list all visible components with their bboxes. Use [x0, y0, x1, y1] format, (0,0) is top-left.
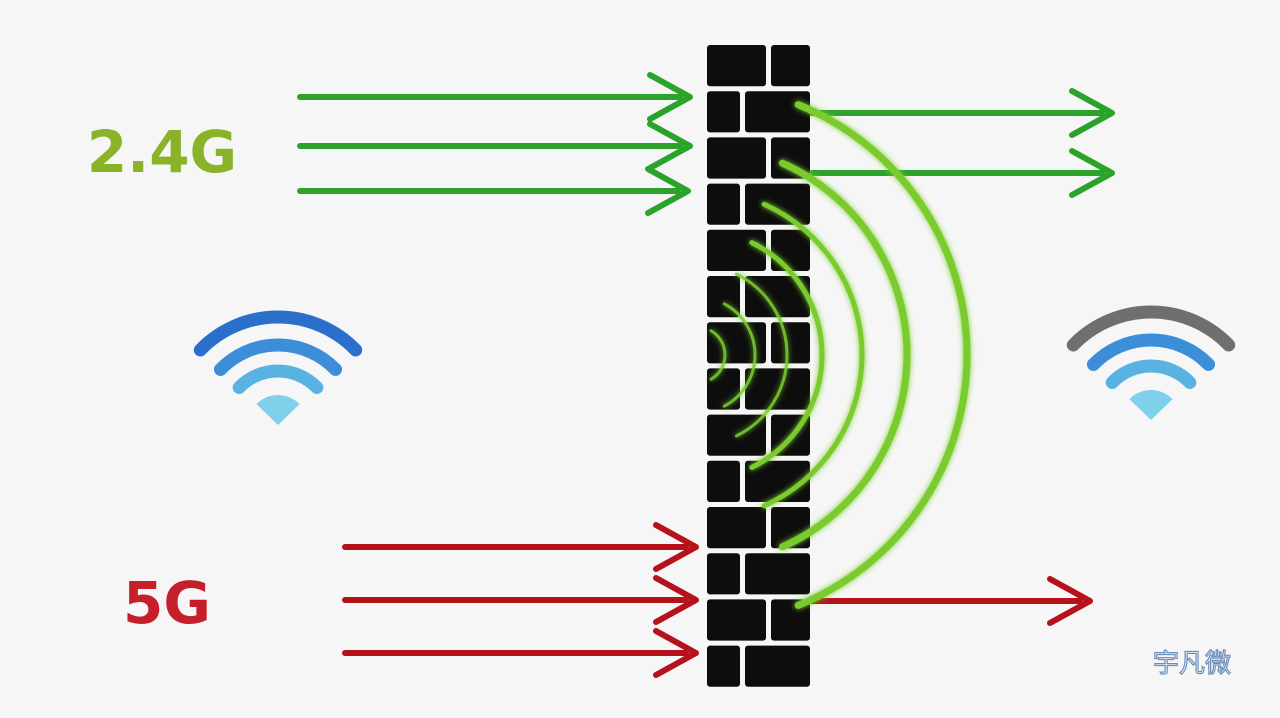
arrow-head — [647, 72, 693, 122]
wave-arc — [734, 272, 789, 438]
arrow-5g-passing — [809, 576, 1093, 626]
wifi-arc — [193, 310, 363, 357]
watermark-text: 宇凡微 — [1153, 649, 1231, 679]
brick — [745, 183, 810, 225]
brick — [745, 276, 810, 318]
wifi-left-icon — [193, 310, 363, 425]
arrow-head — [1069, 148, 1115, 198]
band-label-5g: 5G — [123, 569, 211, 637]
brick — [707, 229, 766, 271]
brick — [707, 91, 740, 133]
brick — [707, 460, 740, 502]
arrow-head — [1069, 88, 1115, 138]
wave-arc — [749, 240, 825, 470]
arrow-2.4g-incoming — [297, 121, 693, 171]
brick-wall — [707, 45, 810, 687]
brick — [707, 599, 766, 641]
arrow-head — [653, 575, 699, 625]
arrow-5g-incoming — [342, 575, 699, 625]
brick — [707, 137, 766, 179]
brick — [745, 645, 810, 687]
band-label-2.4g: 2.4G — [87, 118, 237, 186]
brick — [771, 322, 810, 364]
wifi-arc — [1066, 305, 1236, 352]
brick — [771, 599, 810, 641]
brick — [745, 368, 810, 410]
arrow-5g-incoming — [342, 522, 699, 572]
brick — [771, 229, 810, 271]
arrow-5g-incoming — [342, 628, 699, 678]
brick — [771, 45, 810, 87]
arrow-head — [653, 522, 699, 572]
wifi-arc — [1105, 359, 1197, 389]
arrow-head — [1047, 576, 1093, 626]
wave-arc — [709, 329, 727, 381]
brick — [707, 322, 766, 364]
arrow-2.4g-incoming — [297, 166, 691, 216]
arrows-5g — [342, 522, 1093, 678]
arrow-2.4g-incoming — [297, 72, 693, 122]
wifi-right-icon — [1066, 305, 1236, 420]
brick — [707, 368, 740, 410]
arrow-head — [645, 166, 691, 216]
brick — [707, 553, 740, 595]
wave-arc — [722, 302, 757, 408]
wave-arc — [761, 201, 865, 509]
brick — [707, 45, 766, 87]
signal-waves — [709, 101, 971, 609]
wifi-dot — [256, 395, 300, 425]
wifi-arc — [1086, 333, 1216, 371]
brick — [707, 183, 740, 225]
arrow-2.4g-passing — [809, 148, 1115, 198]
wifi-dot — [1129, 390, 1173, 420]
wave-arc — [778, 159, 911, 551]
wave-arc — [794, 101, 971, 609]
brick — [745, 91, 810, 133]
wifi-arc — [213, 338, 343, 376]
brick — [707, 645, 740, 687]
wifi-arc — [232, 364, 324, 394]
brick — [707, 507, 766, 549]
arrow-head — [653, 628, 699, 678]
brick — [745, 553, 810, 595]
arrow-2.4g-passing — [809, 88, 1115, 138]
arrow-head — [647, 121, 693, 171]
arrows-2.4g — [297, 72, 1115, 216]
